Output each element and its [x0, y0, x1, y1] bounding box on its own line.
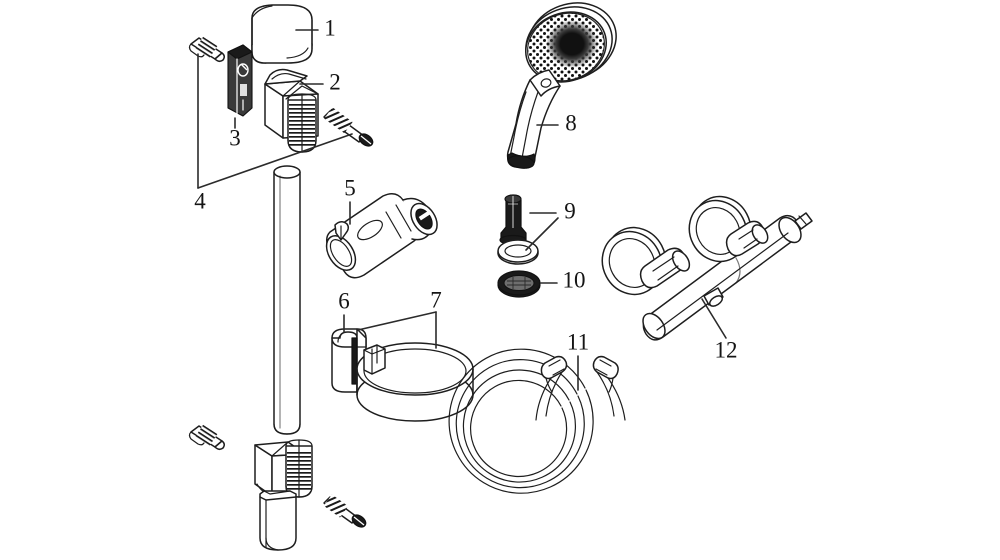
part-cover-cap-top [251, 4, 313, 64]
callout-label-1: 1 [324, 15, 336, 40]
mixer-handle-right [688, 195, 769, 263]
leader-lines [197, 29, 727, 391]
leader-7b [357, 311, 437, 331]
part-seal-ring [497, 239, 539, 265]
callout-label-11: 11 [567, 329, 589, 354]
callout-label-6: 6 [338, 288, 350, 313]
part-hand-shower [506, 2, 617, 169]
leader-12 [701, 298, 727, 339]
part-wall-bracket-top [264, 68, 319, 153]
callout-label-10: 10 [563, 267, 586, 292]
part-filter-washer [497, 270, 541, 298]
callout-label-8: 8 [565, 110, 577, 135]
part-wall-plug-bottom [188, 424, 226, 451]
part-wall-plug-top [188, 36, 226, 63]
callout-label-4: 4 [194, 188, 206, 213]
leader-9b [525, 217, 559, 251]
callout-label-12: 12 [715, 337, 738, 362]
callout-label-5: 5 [344, 175, 356, 200]
leader-4b [197, 133, 353, 189]
callout-label-9: 9 [564, 198, 576, 223]
part-mounting-screw-top [323, 107, 374, 147]
callout-label-7: 7 [430, 287, 442, 312]
part-screw-bottom [323, 494, 367, 528]
callout-label-2: 2 [329, 69, 341, 94]
mixer-handle-left [601, 226, 691, 296]
part-wall-bracket-bottom [254, 439, 313, 498]
part-shower-holder [325, 193, 438, 279]
part-nozzle-plug [499, 194, 527, 246]
part-shower-hose [448, 348, 626, 494]
part-retaining-ring [356, 342, 474, 422]
part-thermostatic-mixer [601, 195, 813, 341]
callout-label-3: 3 [229, 125, 241, 150]
callout-labels: 1 2 3 4 5 6 7 8 9 10 11 12 [194, 15, 737, 362]
part-wall-plate [227, 44, 253, 117]
part-shower-rail [273, 165, 301, 435]
part-cover-cap-bottom [259, 490, 297, 551]
